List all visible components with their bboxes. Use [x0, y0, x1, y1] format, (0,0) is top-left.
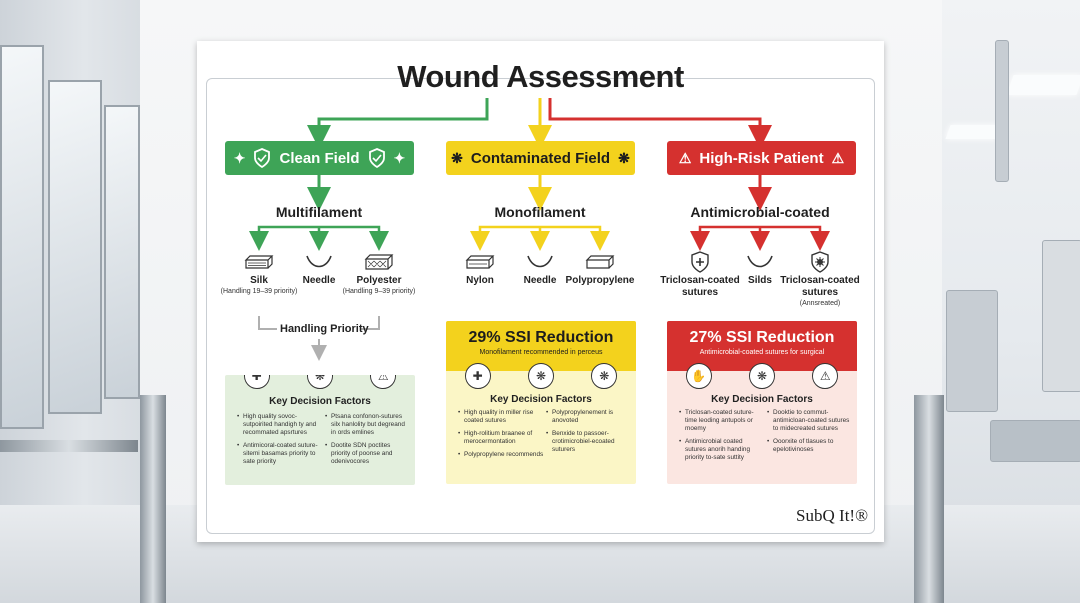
suture-type-monofilament: Monofilament — [494, 204, 586, 220]
shield-icon — [254, 148, 271, 168]
arrow-title-to-clean — [307, 98, 489, 149]
medical-cabinet — [946, 290, 998, 412]
corridor-window — [48, 80, 102, 414]
item-silk: Silk (Handling 19–39 priority) — [219, 249, 299, 296]
handling-bracket — [258, 316, 380, 330]
item-needle: Needle — [279, 249, 359, 287]
category-clean-field: ✦ Clean Field ✦ — [225, 141, 414, 175]
category-label: High-Risk Patient — [699, 149, 824, 167]
operating-table — [990, 420, 1080, 462]
suture-spool-icon — [465, 255, 495, 269]
shield-plus-icon — [691, 251, 709, 273]
decision-panel-contaminated: 29% SSI Reduction Monofilament recommend… — [446, 321, 636, 484]
needle-icon — [527, 255, 553, 268]
item-polyester: Polyester (Handling 9–39 priority) — [339, 249, 419, 296]
bullet-list-left: High quality sovoc-sutpoirited handigh t… — [237, 413, 323, 471]
medical-monitor — [1042, 240, 1080, 392]
needle-icon — [747, 255, 773, 268]
warning-icon: ⚠ — [812, 363, 839, 389]
bacteria-icon: ❋ — [748, 363, 775, 389]
bullet-list-left: High quality in miller rise coated sutur… — [458, 409, 544, 464]
needle-icon — [306, 255, 332, 268]
key-decision-factors-title: Key Decision Factors — [711, 394, 813, 405]
warning-icon: ⚠ — [370, 375, 397, 389]
suture-spool-icon — [364, 254, 394, 270]
suture-spool-icon — [585, 255, 615, 269]
suture-type-multifilament: Multifilament — [275, 204, 363, 220]
sparkle-icon: ✦ — [233, 149, 246, 166]
warning-icon: ⚠ — [678, 149, 692, 166]
decision-panel-high-risk: 27% SSI Reduction Antimicrobial-coated s… — [667, 321, 857, 484]
handrail — [0, 440, 138, 452]
brand-logo: SubQ It!® — [796, 506, 868, 525]
category-label: Clean Field — [279, 149, 360, 167]
shield-icon — [368, 148, 385, 168]
medical-kit-icon: ✚ — [243, 375, 270, 389]
item-silds: Silds — [720, 249, 800, 287]
suture-spool-icon — [244, 255, 274, 269]
suture-type-antimicrobial: Antimicrobial-coated — [690, 204, 830, 220]
ssi-reduction-banner: 29% SSI Reduction Monofilament recommend… — [446, 321, 636, 371]
shield-bacteria-icon — [811, 251, 829, 273]
medical-kit-icon: ✚ — [464, 363, 491, 389]
surgical-light-arm — [995, 40, 1009, 182]
bullet-list-right: Dooktie to commut-antimicloan-coated sut… — [767, 409, 853, 459]
bullet-list-right: Ptsana confonon-sutures silx hanlolity b… — [325, 413, 411, 471]
decision-panel-clean: ✚ ❋ ⚠ Key Decision Factors High quality … — [225, 375, 415, 485]
arrow-title-to-highrisk — [548, 98, 772, 149]
bacteria-icon: ❋ — [527, 363, 554, 389]
wound-assessment-poster: Wound Assessment ✦ — [197, 41, 884, 542]
flow-arrows — [249, 98, 830, 361]
poster-title: Wound Assessment — [397, 59, 684, 94]
ssi-reduction-banner: 27% SSI Reduction Antimicrobial-coated s… — [667, 321, 857, 371]
door-frame-post — [914, 395, 944, 603]
item-needle: Needle — [500, 249, 580, 287]
key-decision-factors-title: Key Decision Factors — [269, 396, 371, 407]
key-decision-factors-title: Key Decision Factors — [490, 394, 592, 405]
bullet-list-right: Polypropylenement is anovoted Benxide to… — [546, 409, 632, 459]
bacteria-icon: ❋ — [591, 363, 618, 389]
item-triclosan-sutures: Triclosan-coated sutures — [660, 249, 740, 299]
corridor-window — [104, 105, 140, 399]
hand-care-icon: ✋ — [685, 363, 712, 389]
ceiling-light — [1006, 75, 1080, 95]
bacteria-icon: ❋ — [618, 149, 630, 166]
corridor-window — [0, 45, 44, 429]
ceiling-light — [945, 125, 1001, 139]
sparkle-icon: ✦ — [393, 149, 406, 166]
bacteria-icon: ❋ — [306, 375, 333, 389]
handling-priority-label: Handling Priority — [280, 323, 369, 335]
item-nylon: Nylon — [440, 249, 520, 287]
door-frame-post — [140, 395, 166, 603]
bacteria-icon: ❋ — [451, 149, 463, 166]
poster-frame — [206, 78, 875, 534]
warning-icon: ⚠ — [831, 149, 845, 166]
item-polypropylene: Polypropylene — [560, 249, 640, 287]
category-label: Contaminated Field — [470, 149, 611, 167]
item-triclosan-sutures-annsreated: Triclosan-coated sutures (Annsreated) — [780, 249, 860, 308]
category-high-risk-patient: ⚠ High-Risk Patient ⚠ — [667, 141, 856, 175]
bullet-list-left: Triclosan-coated suture-time leoding ant… — [679, 409, 765, 467]
category-contaminated-field: ❋ Contaminated Field ❋ — [446, 141, 635, 175]
